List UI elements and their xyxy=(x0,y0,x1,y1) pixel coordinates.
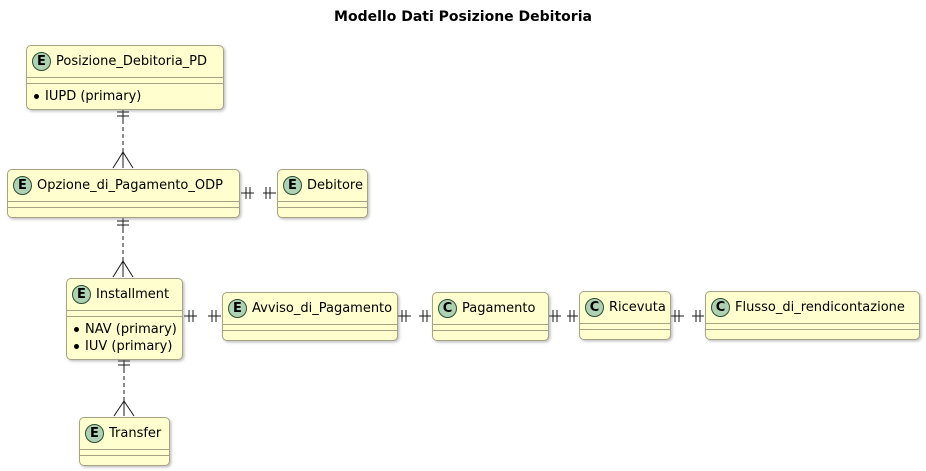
entity-empty-section xyxy=(8,207,239,217)
entity-name: Avviso_di_Pagamento xyxy=(252,301,393,316)
entity-empty-section xyxy=(580,323,670,329)
entity-empty-section xyxy=(80,449,169,455)
rel-installment-avviso xyxy=(184,310,221,322)
bullet-icon xyxy=(74,327,79,332)
entity-empty-section xyxy=(8,201,239,207)
entity-installment: E Installment NAV (primary) IUV (primary… xyxy=(66,278,183,360)
bullet-icon xyxy=(34,94,39,99)
entity-name: Flusso_di_rendicontazione xyxy=(735,300,905,315)
rel-opzione-debitore xyxy=(241,187,276,199)
entity-field: IUPD (primary) xyxy=(34,88,217,105)
entity-header: E Posizione_Debitoria_PD xyxy=(27,46,223,77)
rel-posizione-opzione xyxy=(112,108,134,169)
rel-installment-transfer xyxy=(113,357,135,417)
entity-field: NAV (primary) xyxy=(74,321,177,338)
entity-header: E Opzione_di_Pagamento_ODP xyxy=(8,170,239,201)
entity-name: Opzione_di_Pagamento_ODP xyxy=(37,178,223,193)
entity-name: Posizione_Debitoria_PD xyxy=(56,54,208,69)
entity-avviso-di-pagamento: E Avviso_di_Pagamento xyxy=(222,292,398,341)
entity-name: Transfer xyxy=(109,426,162,441)
entity-empty-section xyxy=(278,201,367,207)
stereotype-e-icon: E xyxy=(228,299,247,318)
stereotype-e-icon: E xyxy=(283,176,302,195)
entity-opzione-di-pagamento-odp: E Opzione_di_Pagamento_ODP xyxy=(7,169,240,218)
stereotype-c-icon: C xyxy=(438,299,457,318)
entity-transfer: E Transfer xyxy=(79,417,170,466)
entity-header: E Transfer xyxy=(80,418,169,449)
entity-empty-section xyxy=(433,330,548,340)
entity-header: E Avviso_di_Pagamento xyxy=(223,293,397,324)
entity-debitore: E Debitore xyxy=(277,169,368,218)
field-label: IUPD (primary) xyxy=(45,89,142,104)
stereotype-e-icon: E xyxy=(85,424,104,443)
entity-empty-section xyxy=(580,329,670,339)
entity-empty-section xyxy=(706,329,919,339)
stereotype-c-icon: C xyxy=(711,298,730,317)
entity-fields: IUPD (primary) xyxy=(27,83,223,109)
entity-field: IUV (primary) xyxy=(74,338,176,355)
entity-empty-section xyxy=(80,455,169,465)
entity-empty-section xyxy=(278,207,367,217)
field-label: NAV (primary) xyxy=(85,322,177,337)
stereotype-e-icon: E xyxy=(72,285,91,304)
entity-fields: NAV (primary) IUV (primary) xyxy=(67,316,182,359)
entity-pagamento: C Pagamento xyxy=(432,292,549,341)
stereotype-e-icon: E xyxy=(32,52,51,71)
rel-avviso-pagamento xyxy=(398,310,431,322)
entity-name: Installment xyxy=(96,287,170,302)
entity-empty-section xyxy=(433,324,548,330)
bullet-icon xyxy=(74,344,79,349)
entity-name: Pagamento xyxy=(462,301,536,316)
diagram-title: Modello Dati Posizione Debitoria xyxy=(334,9,592,25)
entity-empty-section xyxy=(223,330,397,340)
entity-header: C Flusso_di_rendicontazione xyxy=(706,292,919,323)
rel-ricevuta-flusso xyxy=(671,310,704,322)
rel-opzione-installment xyxy=(112,217,134,278)
stereotype-c-icon: C xyxy=(585,298,604,317)
entity-name: Debitore xyxy=(307,178,363,193)
entity-header: E Installment xyxy=(67,279,182,310)
entity-empty-section xyxy=(706,323,919,329)
entity-flusso-di-rendicontazione: C Flusso_di_rendicontazione xyxy=(705,291,920,340)
field-label: IUV (primary) xyxy=(85,339,173,354)
entity-empty-section xyxy=(223,324,397,330)
entity-header: C Ricevuta xyxy=(580,292,670,323)
rel-pagamento-ricevuta xyxy=(549,310,578,322)
entity-ricevuta: C Ricevuta xyxy=(579,291,671,340)
entity-header: E Debitore xyxy=(278,170,367,201)
entity-header: C Pagamento xyxy=(433,293,548,324)
entity-posizione-debitoria-pd: E Posizione_Debitoria_PD IUPD (primary) xyxy=(26,45,224,110)
entity-empty-section xyxy=(27,77,223,83)
entity-empty-section xyxy=(67,310,182,316)
stereotype-e-icon: E xyxy=(13,176,32,195)
entity-name: Ricevuta xyxy=(609,300,666,315)
